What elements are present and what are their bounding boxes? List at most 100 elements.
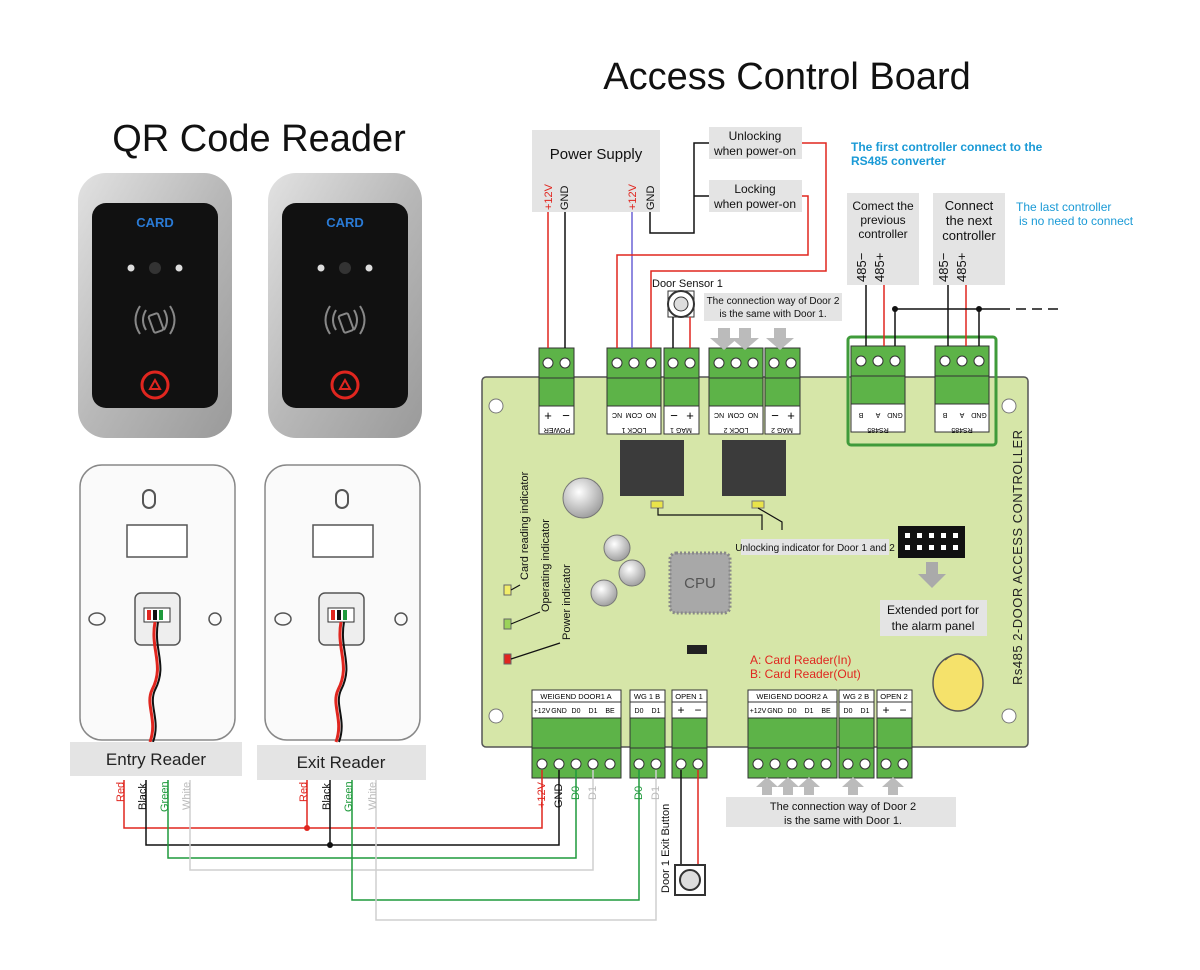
first-controller-note-1: The first controller connect to the	[851, 140, 1043, 154]
bell-button-icon[interactable]	[330, 370, 360, 400]
exit-button-label: Door 1 Exit Button	[660, 804, 672, 893]
wg2-pin-gnd: GND	[767, 708, 783, 715]
entry-reader-back	[79, 464, 236, 743]
wg1-pin-d1: D1	[589, 708, 598, 715]
board-side-title: Rs485 2-DOOR ACCESS CONTROLLER	[1010, 429, 1025, 685]
top-terminals: + − POWER NO COM NC LOCK 1 + − MAG 1 NO …	[538, 335, 998, 447]
open2-label: OPEN 2	[880, 692, 908, 701]
exit-wire-red: Red	[298, 782, 310, 802]
exit-qr-reader: CARD	[268, 173, 422, 438]
first-controller-note-2: RS485 converter	[851, 154, 946, 168]
exit-reader-label: Exit Reader	[297, 753, 386, 772]
wire-label-wg1b-d1: D1	[650, 786, 662, 800]
open2-pin-minus: −	[899, 703, 906, 717]
open1-pin-plus: +	[677, 703, 684, 717]
wg-door1-label: WEIGEND DOOR1 A	[540, 692, 611, 701]
wg1b-pin-d1: D1	[652, 708, 661, 715]
ps-pin-gnd-2: GND	[645, 186, 657, 211]
prev-485-plus: 485+	[872, 253, 887, 282]
board-title: Access Control Board	[603, 56, 971, 98]
lock1-pin-com: COM	[626, 411, 643, 418]
rs485a-pin-a: A	[875, 411, 880, 418]
wire-label-d1: D1	[587, 786, 599, 800]
reader-title: QR Code Reader	[112, 118, 406, 160]
legend-a: A: Card Reader(In)	[750, 653, 851, 667]
cpu-chip: CPU	[668, 551, 732, 615]
card-label: CARD	[326, 215, 364, 230]
entry-wire-red: Red	[115, 782, 127, 802]
open1-pin-minus: −	[694, 703, 701, 717]
wg1b-label: WG 1 B	[634, 692, 660, 701]
door-sensor-label: Door Sensor 1	[652, 278, 723, 290]
bottom-terminals: WEIGEND DOOR1 A +12V GND D0 D1 BE WG 1 B…	[531, 689, 913, 779]
prev-controller-1: Comect the	[852, 199, 914, 213]
mag1-pin-minus: −	[670, 408, 678, 423]
entry-qr-reader: CARD	[78, 173, 232, 438]
unlocking-mode-line2: when power-on	[713, 144, 796, 158]
door2-note-top-2: is the same with Door 1.	[719, 309, 826, 320]
power-pin-minus: −	[562, 408, 570, 423]
power-indicator: Power indicator	[561, 564, 573, 640]
wg1-pin-12v: +12V	[534, 708, 551, 715]
bell-button-icon[interactable]	[140, 370, 170, 400]
wg2-pin-d0: D0	[788, 708, 797, 715]
ps-pin-12v-1: +12V	[543, 183, 555, 210]
next-controller-3: controller	[942, 228, 996, 243]
next-485-plus: 485+	[954, 253, 969, 282]
lock2-pin-com: COM	[728, 411, 745, 418]
rs485b-pin-b: B	[942, 411, 947, 418]
ps-pin-12v-2: +12V	[627, 183, 639, 210]
entry-wire-white: White	[181, 782, 193, 810]
rs485b-pin-a: A	[959, 411, 964, 418]
locking-mode-line2: when power-on	[713, 197, 796, 211]
wg1-pin-be: BE	[605, 708, 615, 715]
lock2-block-label: LOCK 2	[723, 426, 748, 433]
power-pin-plus: +	[544, 408, 552, 423]
wire-label-d0: D0	[570, 786, 582, 800]
entry-wire-black: Black	[137, 783, 149, 810]
rs485a-label: RS485	[867, 426, 889, 433]
wg2b-pin-d0: D0	[844, 708, 853, 715]
prev-485-minus: 485−	[854, 253, 869, 282]
wire-label-12v: +12V	[536, 781, 548, 808]
cpu-label: CPU	[684, 575, 716, 592]
open2-pin-plus: +	[882, 703, 889, 717]
unlock-indicator-label: Unlocking indicator for Door 1 and 2	[735, 543, 895, 554]
exit-wire-black: Black	[321, 783, 333, 810]
prev-controller-2: previous	[860, 213, 905, 227]
power-supply-title: Power Supply	[550, 146, 643, 163]
ext-port-label-2: the alarm panel	[892, 619, 975, 633]
next-controller-2: the next	[946, 213, 993, 228]
card-label: CARD	[136, 215, 174, 230]
entry-reader-label: Entry Reader	[106, 750, 206, 769]
wire-label-wg1b-d0: D0	[633, 786, 645, 800]
wg2-pin-12v: +12V	[750, 708, 767, 715]
next-485-minus: 485−	[936, 253, 951, 282]
locking-mode-line1: Locking	[734, 182, 775, 196]
lock2-pin-nc: NC	[714, 411, 724, 418]
lock1-block-label: LOCK 1	[621, 426, 646, 433]
wg2-pin-be: BE	[821, 708, 831, 715]
wg1-pin-gnd: GND	[551, 708, 567, 715]
door2-note-bottom-1: The connection way of Door 2	[770, 801, 916, 813]
rs485b-label: RS485	[951, 426, 973, 433]
wire-label-gnd: GND	[553, 784, 565, 809]
door2-note-bottom-2: is the same with Door 1.	[784, 815, 902, 827]
extended-port[interactable]	[898, 526, 965, 558]
wg2b-pin-d1: D1	[861, 708, 870, 715]
mag1-pin-plus: +	[686, 408, 694, 423]
entry-wire-green: Green	[159, 781, 171, 812]
lock2-pin-no: NO	[747, 411, 758, 418]
last-controller-note-1: The last controller	[1016, 200, 1111, 214]
exit-wire-green: Green	[343, 781, 355, 812]
ps-pin-gnd-1: GND	[559, 186, 571, 211]
door2-note-top-1: The connection way of Door 2	[707, 296, 840, 307]
lock1-pin-no: NO	[645, 411, 656, 418]
prev-controller-3: controller	[858, 227, 907, 241]
wg1b-pin-d0: D0	[635, 708, 644, 715]
lock1-pin-nc: NC	[612, 411, 622, 418]
rs485a-pin-gnd: GND	[887, 411, 903, 418]
exit-wire-white: White	[367, 782, 379, 810]
mag1-block-label: MAG 1	[670, 426, 692, 433]
